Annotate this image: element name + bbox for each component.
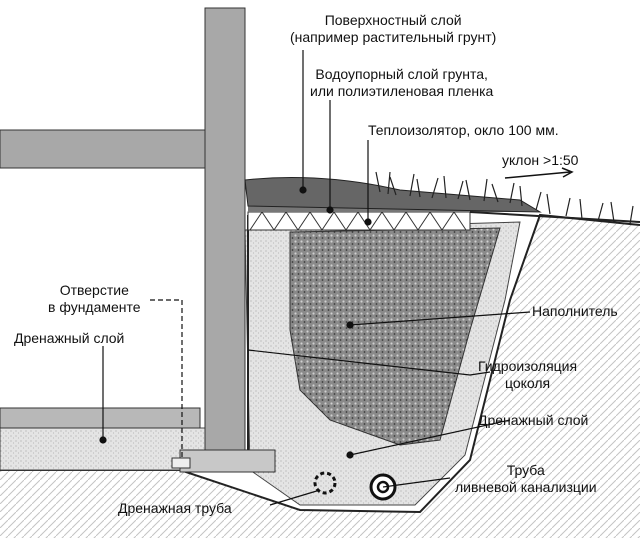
label-line: Отверстие [59,282,129,298]
topsoil [244,177,542,213]
label-insulator: Теплоизолятор, окло 100 мм. [368,122,559,138]
horizontal-slab [0,129,216,169]
label-slope: уклон >1:50 [502,152,579,168]
filler-gravel [289,227,501,446]
label-drainage-layer-left: Дренажный слой [14,330,125,346]
label-line: Труба [506,462,545,478]
label-line: или полиэтиленовая пленка [310,83,494,99]
drain-pipe-icon [313,471,337,495]
label-drainage-layer-right: Дренажный слой [478,412,589,428]
label-plinth-waterproofing: Гидроизоляция цоколя [478,358,577,392]
foundation-wall [204,7,246,454]
label-line: Поверхностный слой [324,12,462,28]
grass [375,171,634,225]
label-line: (например растительный грунт) [290,29,497,45]
insulation-layer [247,211,471,231]
label-foundation-hole: Отверстие в фундаменте [48,282,141,316]
label-line: цоколя [504,375,551,391]
label-filler: Наполнитель [532,303,618,319]
label-line: Гидроизоляция [478,358,578,374]
label-drain-pipe: Дренажная труба [118,500,232,516]
label-line: Водоупорный слой грунта, [315,66,488,82]
soil-boundary [0,215,640,538]
label-waterproof-layer: Водоупорный слой грунта, или полиэтилено… [310,66,493,100]
slope-arrow-icon [504,167,574,179]
label-line: в фундаменте [48,299,141,315]
floor-slab [0,407,201,429]
footing [179,449,276,473]
label-surface-layer: Поверхностный слой (например растительны… [290,12,496,46]
label-storm-pipe: Труба ливневой канализции [455,462,597,496]
label-line: ливневой канализции [455,479,597,495]
